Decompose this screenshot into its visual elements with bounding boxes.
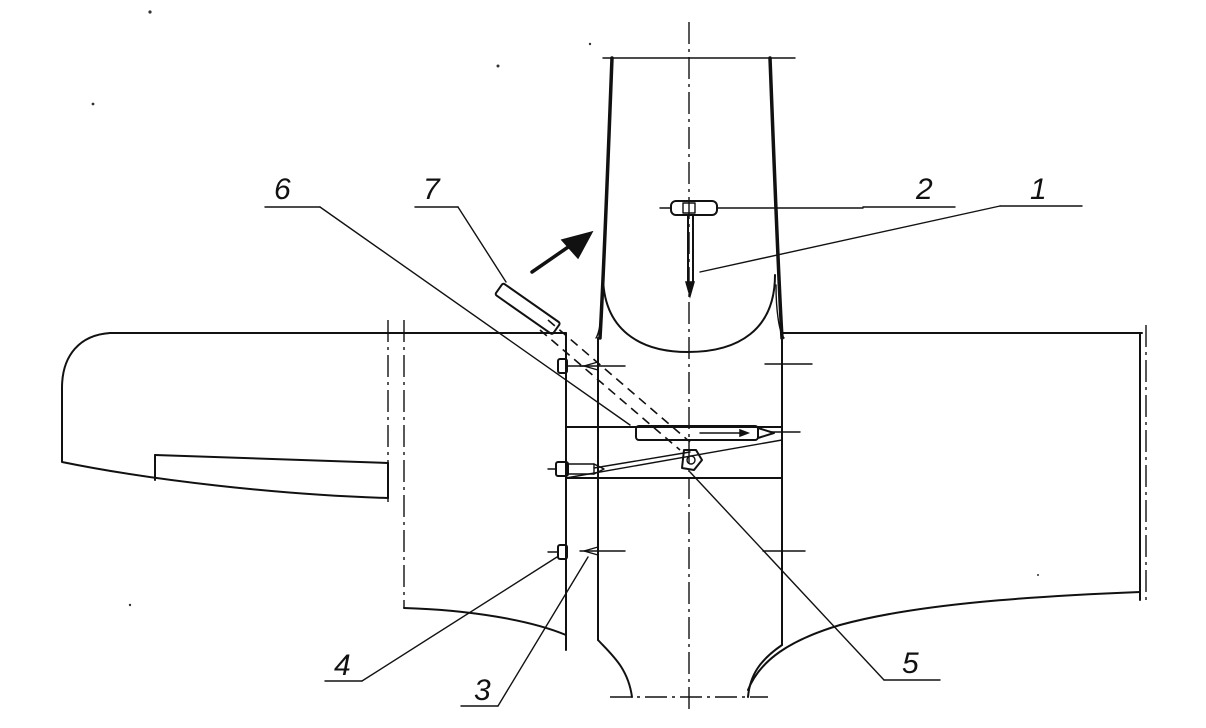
scan-specks <box>91 10 1039 607</box>
right-casing <box>747 325 1147 691</box>
pitot-probe-2 <box>659 200 718 299</box>
callout-6: 6 <box>274 173 291 206</box>
callout-5: 5 <box>902 647 919 680</box>
callout-1: 1 <box>1030 173 1047 206</box>
section-ticks <box>579 363 813 552</box>
cobra-probe-5 <box>681 449 703 471</box>
wall-probe-center <box>547 461 605 477</box>
callout-4: 4 <box>334 649 351 682</box>
left-casing <box>403 332 599 651</box>
left-guide-vane <box>61 320 567 608</box>
traverse-probe <box>635 425 775 441</box>
callout-2: 2 <box>915 173 933 206</box>
lower-runner <box>597 639 783 698</box>
upper-vane <box>595 56 796 353</box>
callout-7: 7 <box>423 173 441 206</box>
callout-3: 3 <box>474 674 491 707</box>
wall-probe-4 <box>547 544 568 560</box>
arrow-up-right-icon <box>530 230 594 274</box>
inclined-probe-7 <box>494 282 691 451</box>
wall-probe-3 <box>583 546 599 556</box>
wall-probe-6 <box>557 358 599 374</box>
leader-lines <box>264 205 1083 707</box>
